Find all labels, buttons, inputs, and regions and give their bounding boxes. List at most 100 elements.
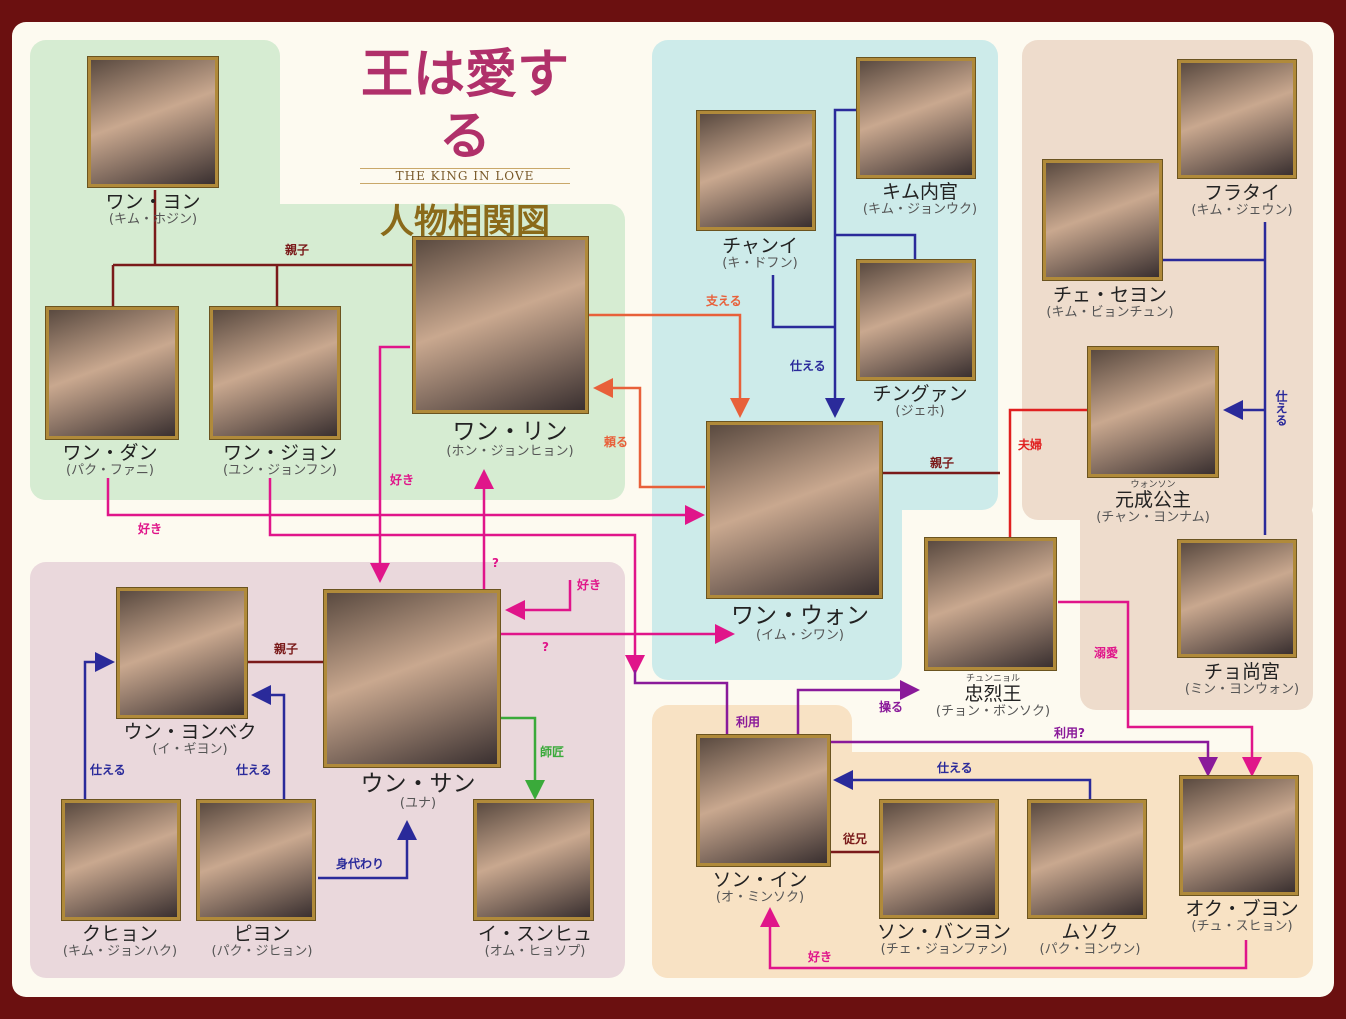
character-name: ソン・バンヨン [877, 921, 1011, 943]
character-actor: (パク・ファニ) [66, 463, 154, 478]
relation-label: ? [492, 556, 499, 570]
relation-label: 親子 [274, 642, 299, 656]
character-photo [1178, 540, 1296, 657]
character-label: クヒョン(キム・ジョンハク) [63, 924, 177, 960]
relation-label: 仕える [790, 359, 826, 373]
character-photo [324, 590, 500, 767]
relation-label: 好き [390, 473, 415, 487]
character-actor: (キム・ジョンウク) [862, 202, 978, 217]
character-name: ワン・ジョン [222, 442, 338, 464]
character-label: ワン・ウォン(イム・シワン) [731, 604, 869, 644]
character-photo [88, 57, 218, 187]
character-name: ピヨン [233, 923, 291, 945]
character-label: チェ・セヨン(キム・ビョンチュン) [1046, 285, 1173, 321]
character-label: ウォンソン元成公主(チャン・ヨンナム) [1096, 480, 1210, 526]
character-label: キム内官(キム・ジョンウク) [863, 182, 977, 218]
character-name: チングァン [872, 383, 968, 405]
character-photo [117, 588, 247, 718]
title-main: 王は愛する [360, 44, 569, 167]
relation-label: 仕える [236, 763, 272, 777]
character-photo [1028, 800, 1146, 918]
character-label: チュンニョル忠烈王(チョン・ボンソク) [936, 674, 1050, 720]
love-line [370, 345, 410, 583]
relation-label: 操る [879, 700, 904, 714]
relation-label: 仕える [90, 763, 126, 777]
character-actor: (キム・ジョンハク) [62, 944, 178, 959]
title-logo: 王は愛する THE KING IN LOVE 人物相関図 [340, 44, 590, 243]
character-actor: (イ・ギヨン) [152, 742, 228, 757]
relation-label: 仕える [1274, 390, 1288, 426]
character-actor: (チュ・スヒョン) [1191, 919, 1293, 934]
character-photo [857, 58, 975, 178]
character-name: チェ・セヨン [1052, 284, 1167, 306]
character-actor: (オ・ミンソク) [715, 890, 805, 905]
character-name: イ・スンヒュ [477, 923, 593, 945]
character-photo [697, 111, 815, 230]
character-name: キム内官 [881, 181, 958, 203]
character-name: ワン・ヨン [105, 191, 201, 213]
character-actor: (キム・ホジン) [108, 212, 198, 227]
relation-label: ? [542, 640, 549, 654]
character-photo [210, 307, 340, 439]
character-label: オク・ブヨン(チュ・スヒョン) [1185, 899, 1298, 935]
character-photo [1043, 160, 1162, 280]
relation-label: 身代わり [336, 857, 385, 871]
title-sub: THE KING IN LOVE [360, 168, 570, 184]
character-label: ソン・バンヨン(チェ・ジョンファン) [877, 922, 1011, 958]
character-name: クヒョン [81, 923, 158, 945]
character-name: ウン・サン [360, 771, 476, 797]
relation-label: 好き [138, 522, 163, 536]
character-label: フラタイ(キム・ジェウン) [1191, 183, 1292, 219]
character-name: ウン・ヨンベク [123, 721, 257, 743]
character-name: オク・ブヨン [1185, 898, 1299, 920]
character-photo [880, 800, 998, 918]
character-actor: (チョン・ボンソク) [935, 704, 1051, 719]
character-label: ウン・ヨンベク(イ・ギヨン) [123, 722, 256, 758]
character-actor: (キム・ビョンチュン) [1046, 305, 1174, 320]
relation-label: 好き [808, 950, 833, 964]
character-name: ワン・ウォン [731, 603, 869, 629]
character-label: チングァン(ジェホ) [872, 384, 967, 420]
character-actor: (パク・ヨンウン) [1039, 942, 1141, 957]
character-photo [474, 800, 593, 920]
character-label: ワン・ヨン(キム・ホジン) [105, 192, 200, 228]
character-photo [707, 422, 882, 598]
character-label: ワン・ダン(パク・ファニ) [62, 443, 157, 479]
relation-label: 頼る [604, 435, 629, 449]
character-label: ソン・イン(オ・ミンソク) [712, 870, 807, 906]
character-name: ムソク [1061, 921, 1119, 943]
character-photo [197, 800, 315, 920]
character-photo [62, 800, 180, 920]
character-actor: (ユン・ジョンフン) [222, 463, 338, 478]
character-label: イ・スンヒュ(オム・ヒョソプ) [478, 924, 592, 960]
character-photo [857, 260, 975, 380]
character-actor: (キ・ドフン) [722, 256, 798, 271]
character-label: ウン・サン(ユナ) [361, 772, 476, 812]
relation-label: 溺愛 [1094, 646, 1119, 660]
relation-label: 支える [706, 294, 742, 308]
character-name: 忠烈王 [964, 683, 1022, 705]
character-actor: (ホン・ジョンヒョン) [446, 444, 574, 459]
character-photo [925, 538, 1056, 670]
character-ruby: チュンニョル [965, 674, 1020, 684]
character-photo [1180, 776, 1298, 895]
character-actor: (ユナ) [399, 796, 437, 811]
character-name: チョ尚宮 [1203, 661, 1280, 683]
character-actor: (ジェホ) [895, 404, 945, 419]
character-actor: (キム・ジェウン) [1191, 203, 1293, 218]
character-photo [46, 307, 178, 439]
character-name: チャンイ [722, 235, 798, 257]
character-label: ワン・リン(ホン・ジョンヒョン) [446, 420, 573, 460]
relation-label: 夫婦 [1018, 438, 1043, 452]
character-label: チャンイ(キ・ドフン) [722, 236, 798, 272]
character-label: チョ尚宮(ミン・ヨンウォン) [1185, 662, 1299, 698]
character-photo [1178, 60, 1296, 178]
relation-label: 親子 [285, 243, 310, 257]
chart-heading: 人物相関図 [380, 202, 550, 242]
character-actor: (パク・ジヒョン) [211, 944, 313, 959]
character-photo [413, 237, 588, 413]
character-name: ワン・ダン [62, 442, 158, 464]
character-actor: (チャン・ヨンナム) [1096, 510, 1210, 525]
character-photo [697, 735, 830, 866]
